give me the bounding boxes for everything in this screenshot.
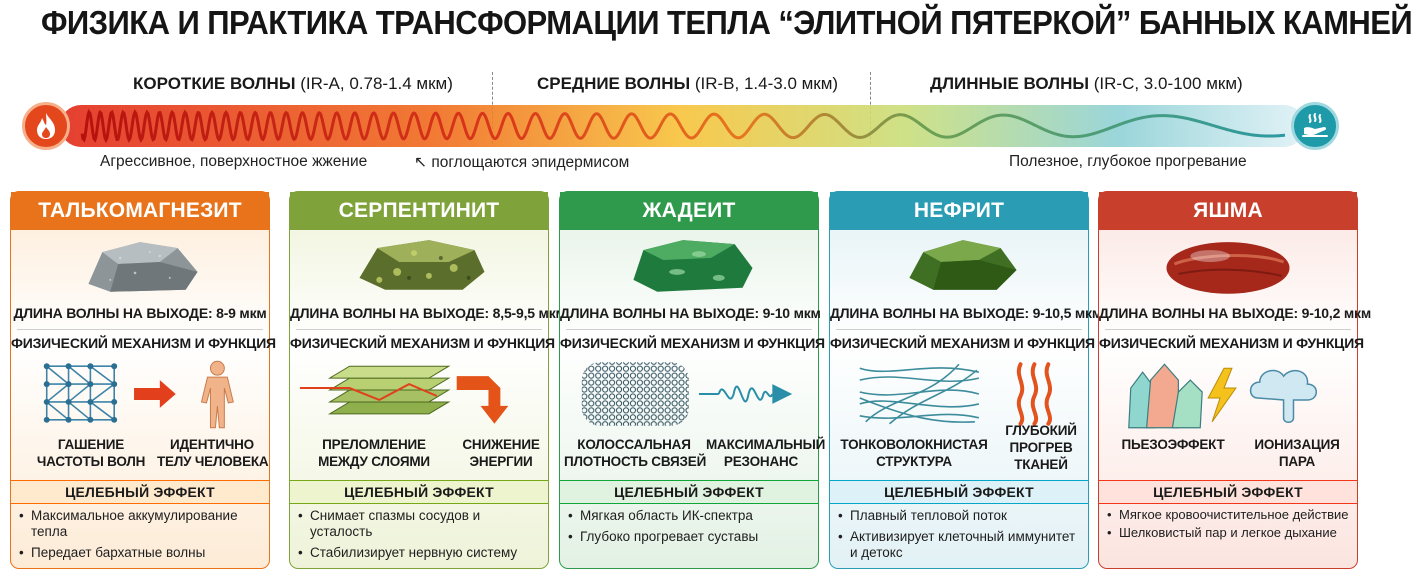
crystals-icon (1128, 363, 1203, 429)
serpentinite-stone-image (359, 240, 485, 290)
wavelength-output: ДЛИНА ВОЛНЫ НА ВЫХОДЕ: 9-10 мкм (560, 305, 821, 321)
fire-icon (22, 102, 70, 150)
nephrite-stone-image (909, 240, 1017, 290)
heat-waves-icon (1016, 362, 1052, 426)
page-title: ФИЗИКА И ПРАКТИКА ТРАНСФОРМАЦИИ ТЕПЛА “Э… (41, 4, 1412, 41)
mechanism-title: ФИЗИЧЕСКИЙ МЕХАНИЗМ И ФУНКЦИЯ (560, 335, 825, 351)
spectrum-pointer-note: ↖ поглощаются эпидермисом (414, 153, 629, 172)
band-short-range: (IR-A, 0.78-1.4 мкм) (300, 74, 453, 93)
wavelength-output: ДЛИНА ВОЛНЫ НА ВЫХОДЕ: 8-9 мкм (13, 305, 267, 321)
lattice-to-human-illustration (43, 360, 234, 429)
mechanism-caption-right: ИДЕНТИЧНО ТЕЛУ ЧЕЛОВЕКА (157, 437, 269, 469)
wavelength-output: ДЛИНА ВОЛНЫ НА ВЫХОДЕ: 9-10,2 мкм (1099, 305, 1371, 321)
jadeite-stone-image (633, 240, 753, 292)
mechanism-caption-left: КОЛОССАЛЬНАЯ ПЛОТНОСТЬ СВЯЗЕЙ (564, 437, 707, 469)
list-item: Глубоко прогревает суставы (568, 529, 812, 545)
layer-refraction-illustration (299, 365, 509, 424)
spectrum-note-pointer: поглощаются эпидермисом (431, 154, 630, 171)
effects-list: Мягкое кровоочистительное действие Шелко… (1107, 508, 1351, 543)
wave-line (80, 108, 1286, 144)
mechanism-caption-left: ГАШЕНИЕ ЧАСТОТЫ ВОЛН (36, 437, 146, 469)
band-medium-label: СРЕДНИЕ ВОЛНЫ (IR-B, 1.4-3.0 мкм) (537, 74, 838, 94)
band-medium-name: СРЕДНИЕ ВОЛНЫ (537, 74, 691, 93)
divider (836, 329, 1082, 330)
list-item: Передает бархатные волны (19, 545, 263, 561)
stacked-layers-icon (327, 365, 451, 415)
healing-effect-title: ЦЕЛЕБНЫЙ ЭФФЕКТ (1099, 480, 1357, 504)
lightning-icon (1207, 367, 1237, 423)
ir-spectrum-wave (60, 105, 1305, 147)
list-item: Мягкое кровоочистительное действие (1107, 508, 1351, 522)
divider (17, 329, 263, 330)
mechanism-caption-left: ТОНКОВОЛОКНИСТАЯ СТРУКТУРА (840, 437, 988, 469)
spectrum-note-right: Полезное, глубокое прогревание (1009, 153, 1247, 170)
mechanism-title: ФИЗИЧЕСКИЙ МЕХАНИЗМ И ФУНКЦИЯ (830, 335, 1095, 351)
stone-name: ТАЛЬКОМАГНЕЗИТ (11, 192, 269, 230)
spectrum-note-left: Агрессивное, поверхностное жжение (100, 153, 368, 170)
mechanism-caption-left: ПРЕЛОМЛЕНИЕ МЕЖДУ СЛОЯМИ (318, 437, 430, 469)
mechanism-caption-left: ПЬЕЗОЭФФЕКТ (1121, 437, 1225, 452)
band-short-label: КОРОТКИЕ ВОЛНЫ (IR-A, 0.78-1.4 мкм) (133, 74, 453, 94)
band-long-range: (IR-C, 3.0-100 мкм) (1093, 74, 1243, 93)
dense-structure-icon (581, 362, 689, 426)
arrow-right-icon (772, 384, 793, 404)
mechanism-caption-right: МАКСИМАЛЬНЫЙ РЕЗОНАНС (706, 437, 826, 469)
curved-arrow-icon: ↖ (414, 154, 427, 171)
stone-card-serpentinite: СЕРПЕНТИНИТ ДЛИНА ВОЛНЫ НА ВЫХОДЕ: 8,5-9… (289, 191, 566, 569)
stone-card-jadeite: ЖАДЕИТ ДЛИНА ВОЛНЫ НА ВЫХОДЕ: 9-10 мкм Ф… (559, 191, 826, 569)
band-short-name: КОРОТКИЕ ВОЛНЫ (133, 74, 296, 93)
refraction-ray (299, 382, 438, 402)
stone-card-jasper: ЯШМА ДЛИНА ВОЛНЫ НА ВЫХОДЕ: 9-10,2 мкм Ф… (1098, 191, 1371, 569)
divider (296, 329, 542, 330)
mechanism-caption-right: ИОНИЗАЦИЯ ПАРА (1254, 437, 1340, 469)
list-item: Снимает спазмы сосудов и усталость (298, 508, 542, 540)
wavelength-output: ДЛИНА ВОЛНЫ НА ВЫХОДЕ: 9-10,5 мкм (830, 305, 1102, 321)
jasper-stone-image (1166, 242, 1290, 294)
list-item: Максимальное аккумулирование тепла (19, 508, 263, 540)
dense-bonds-resonance-illustration (581, 362, 793, 426)
stone-name: ЯШМА (1099, 192, 1357, 230)
stone-name: СЕРПЕНТИНИТ (290, 192, 548, 230)
band-long-name: ДЛИННЫЕ ВОЛНЫ (930, 74, 1090, 93)
healing-effect-title: ЦЕЛЕБНЫЙ ЭФФЕКТ (830, 480, 1088, 504)
stone-name: НЕФРИТ (830, 192, 1088, 230)
crystal-lattice-icon (45, 365, 116, 421)
mechanism-title: ФИЗИЧЕСКИЙ МЕХАНИЗМ И ФУНКЦИЯ (1099, 335, 1364, 351)
healing-effect-title: ЦЕЛЕБНЫЙ ЭФФЕКТ (560, 480, 818, 504)
healing-effect-title: ЦЕЛЕБНЫЙ ЭФФЕКТ (290, 480, 548, 504)
piezo-ionization-illustration (1128, 363, 1318, 429)
effects-list: Снимает спазмы сосудов и усталость Стаби… (298, 508, 542, 566)
mechanism-caption-right: СНИЖЕНИЕ ЭНЕРГИИ (462, 437, 540, 469)
list-item: Мягкая область ИК-спектра (568, 508, 812, 524)
steam-cloud-icon (1249, 369, 1318, 424)
fiber-structure-icon (859, 363, 980, 425)
list-item: Стабилизирует нервную систему (298, 545, 542, 561)
stone-card-nephrite: НЕФРИТ ДЛИНА ВОЛНЫ НА ВЫХОДЕ: 9-10,5 мкм… (829, 191, 1102, 569)
arrow-right-icon (134, 380, 176, 408)
human-figure-icon (200, 360, 234, 429)
effects-list: Плавный тепловой поток Активизирует клет… (838, 508, 1082, 566)
talcomagnesite-stone-image (88, 242, 198, 292)
list-item: Активизирует клеточный иммунитет и деток… (838, 529, 1082, 561)
effects-list: Максимальное аккумулирование тепла Перед… (19, 508, 263, 566)
mechanism-title: ФИЗИЧЕСКИЙ МЕХАНИЗМ И ФУНКЦИЯ (290, 335, 555, 351)
list-item: Плавный тепловой поток (838, 508, 1082, 524)
healing-effect-title: ЦЕЛЕБНЫЙ ЭФФЕКТ (11, 480, 269, 504)
arrow-down-icon (456, 376, 509, 424)
divider (566, 329, 812, 330)
list-item: Шелковистый пар и легкое дыхание (1107, 525, 1351, 540)
mechanism-title: ФИЗИЧЕСКИЙ МЕХАНИЗМ И ФУНКЦИЯ (11, 335, 276, 351)
resonance-wave-icon (698, 385, 774, 403)
mechanism-caption-right: ГЛУБОКИЙ ПРОГРЕВ ТКАНЕЙ (1005, 423, 1077, 472)
spa-steam-icon (1291, 102, 1339, 150)
fibers-deep-heat-illustration (859, 362, 1052, 426)
wavelength-output: ДЛИНА ВОЛНЫ НА ВЫХОДЕ: 8,5-9,5 мкм (290, 305, 566, 321)
band-long-label: ДЛИННЫЕ ВОЛНЫ (IR-C, 3.0-100 мкм) (930, 74, 1243, 94)
band-medium-range: (IR-B, 1.4-3.0 мкм) (694, 74, 839, 93)
stone-name: ЖАДЕИТ (560, 192, 818, 230)
effects-list: Мягкая область ИК-спектра Глубоко прогре… (568, 508, 812, 550)
divider (1105, 329, 1351, 330)
stone-card-talcomagnesite: ТАЛЬКОМАГНЕЗИТ ДЛИНА ВОЛНЫ НА ВЫХОДЕ: 8-… (10, 191, 276, 569)
